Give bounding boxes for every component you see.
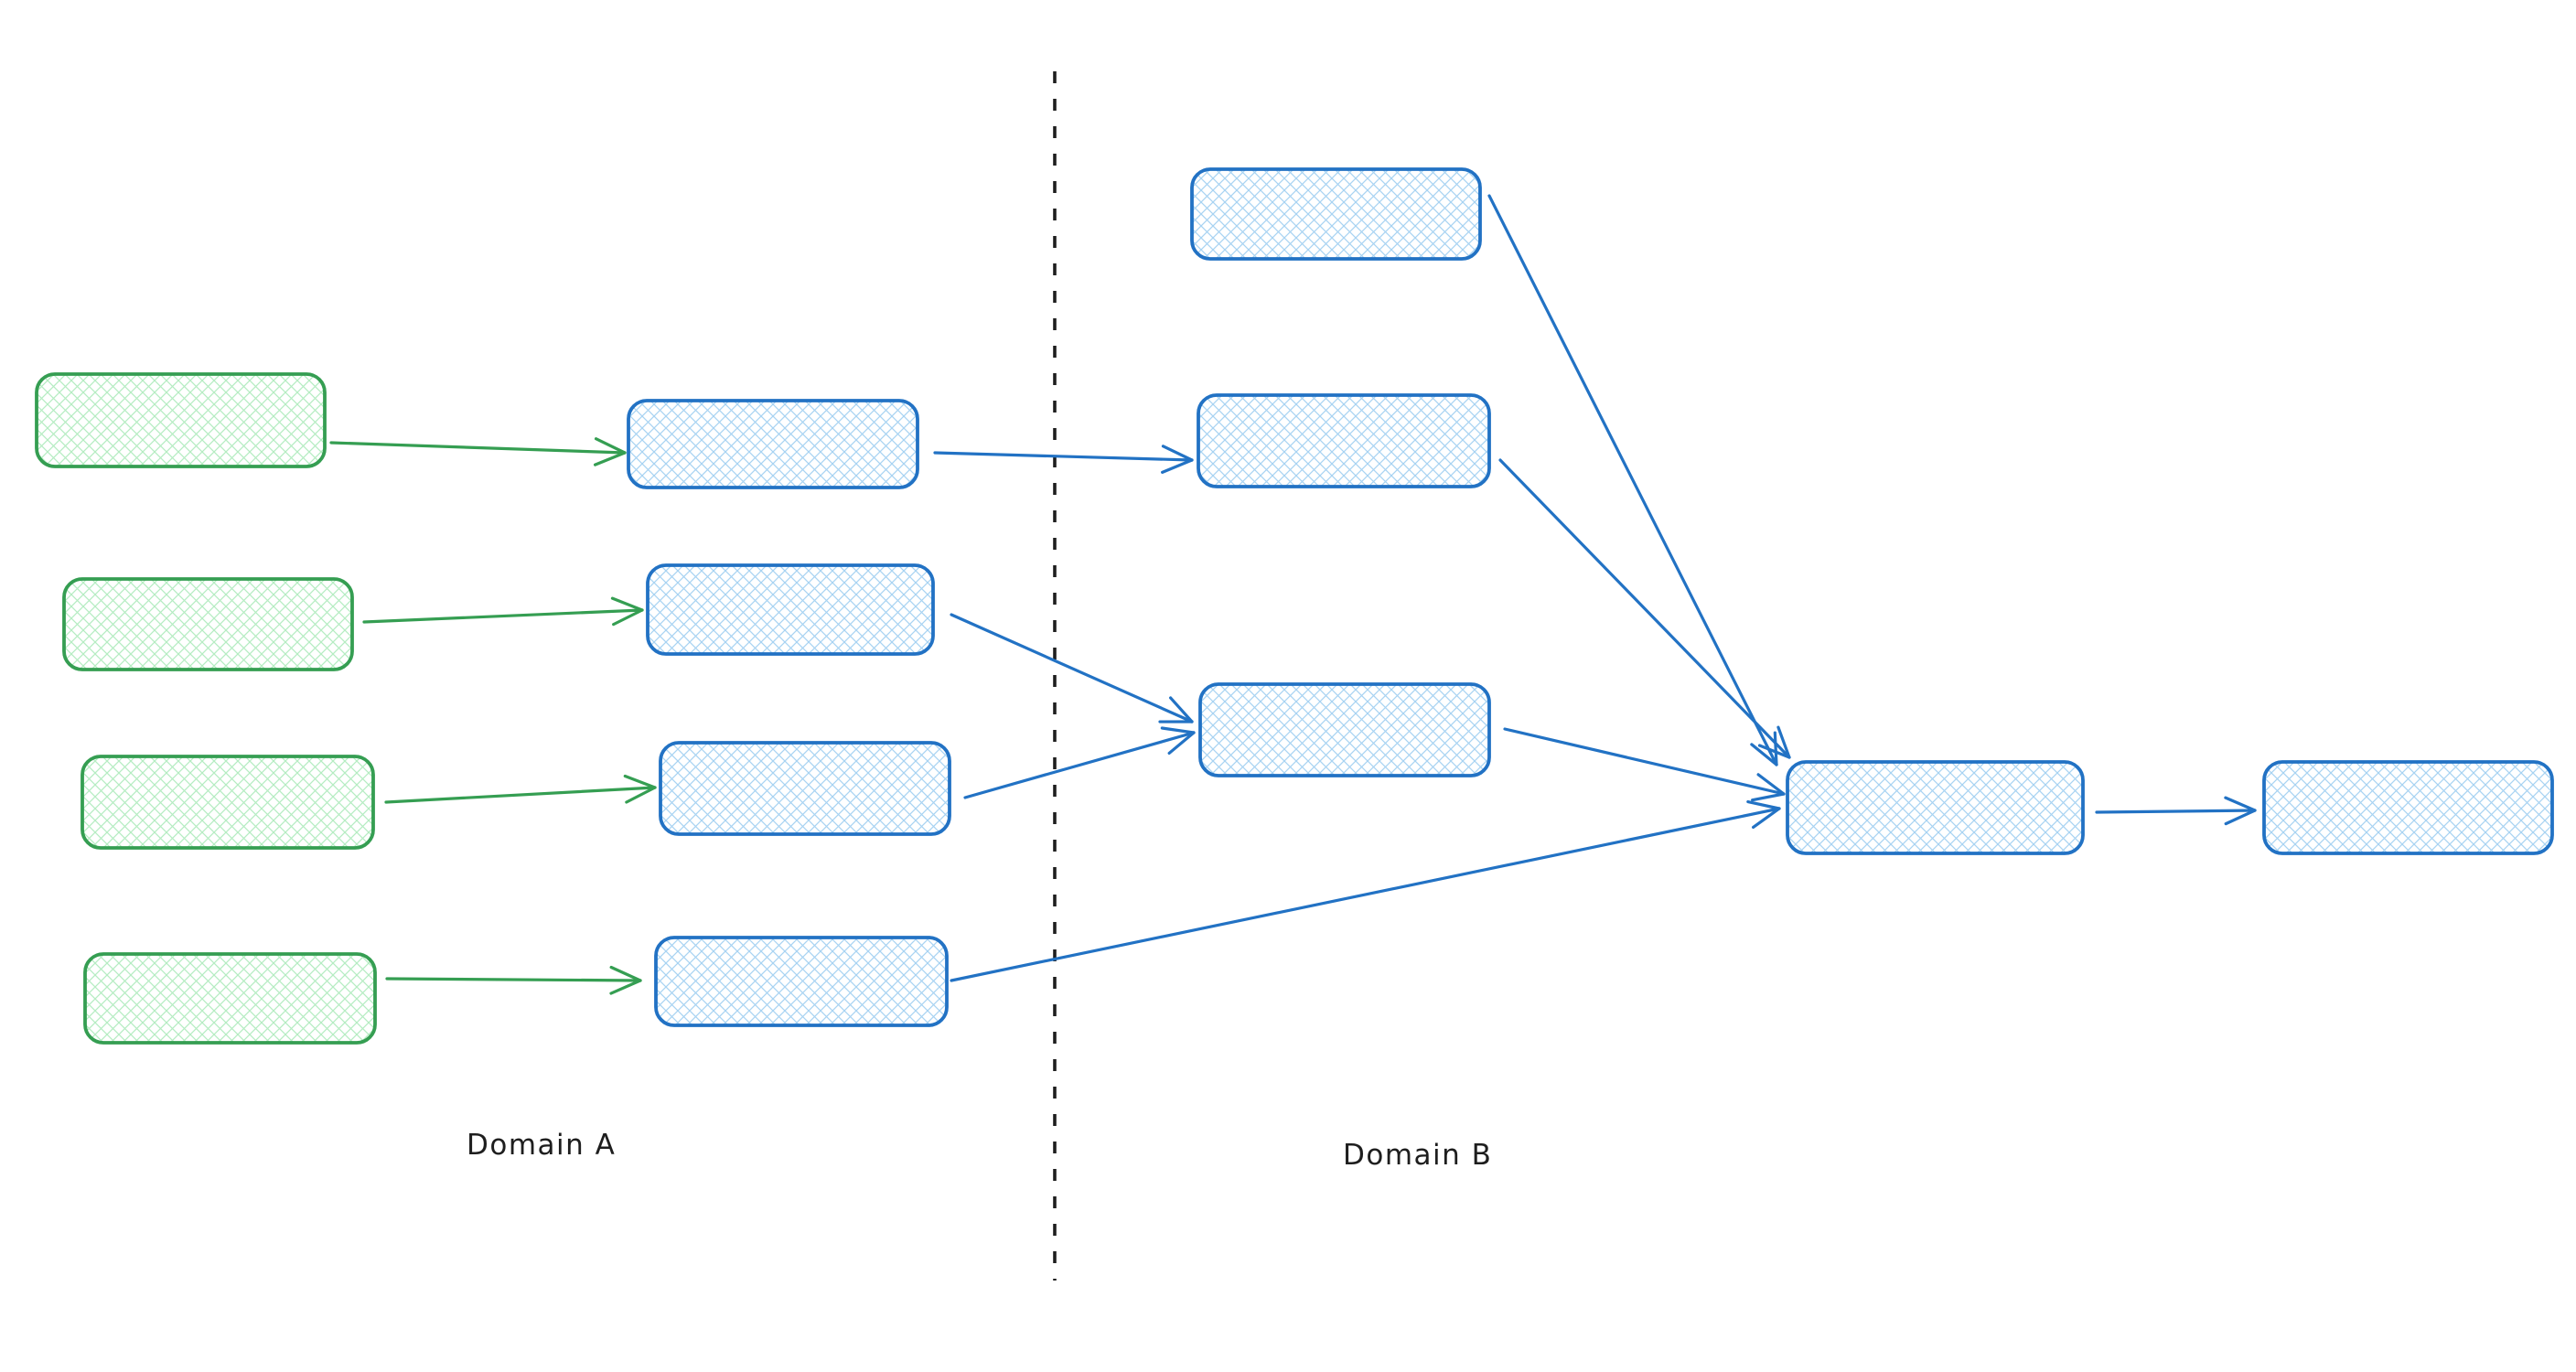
arrow-bnode1-hub-arrowhead: [1750, 743, 1778, 766]
arrow-stage1-bnode2-arrowhead: [1161, 458, 1194, 474]
domain-a-stage-1[interactable]: [627, 399, 919, 489]
arrow-bnode2-hub-shaft: [1498, 458, 1791, 759]
arrow-source4-stage4-shaft: [385, 977, 642, 982]
arrow-source2-stage2-shaft: [362, 608, 644, 624]
arrow-bnode2-hub-arrowhead: [1776, 725, 1791, 759]
domain-a-source-1[interactable]: [35, 372, 327, 468]
domain-b-label[interactable]: Domain B: [1343, 1139, 1492, 1172]
arrow-stage1-bnode2-shaft: [933, 451, 1194, 462]
arrow-stage2-bnode3-arrowhead: [1169, 696, 1194, 724]
arrow-hub-output-arrowhead: [2224, 809, 2257, 826]
domain-a-source-1-box: [35, 372, 327, 468]
arrow-source3-stage3-arrowhead: [623, 774, 657, 789]
arrow-source3-stage3[interactable]: [384, 774, 657, 804]
arrow-bnode1-hub-shaft: [1487, 194, 1778, 766]
arrow-bnode3-hub-arrowhead: [1751, 792, 1786, 802]
arrow-source2-stage2-arrowhead: [610, 596, 644, 612]
arrow-source3-stage3-shaft: [384, 786, 657, 804]
arrow-source4-stage4[interactable]: [385, 965, 642, 995]
domain-a-stage-3[interactable]: [659, 741, 951, 836]
arrow-hub-output[interactable]: [2095, 796, 2257, 826]
domain-a-stage-1-box: [627, 399, 919, 489]
arrow-source1-stage1-arrowhead: [593, 451, 627, 466]
arrow-stage3-bnode3[interactable]: [963, 726, 1196, 799]
arrow-stage1-bnode2-arrowhead: [1161, 445, 1194, 462]
domain-a-stage-4-box: [654, 936, 949, 1027]
domain-a-source-2-box: [62, 577, 354, 671]
arrow-stage3-bnode3-arrowhead: [1160, 726, 1196, 734]
arrow-hub-output-arrowhead: [2224, 796, 2257, 812]
domain-b-output[interactable]: [2262, 760, 2554, 855]
arrow-bnode3-hub-arrowhead: [1756, 773, 1786, 796]
domain-b-node-3[interactable]: [1198, 682, 1491, 777]
domain-a-stage-2[interactable]: [646, 563, 935, 656]
arrow-bnode2-hub-arrowhead: [1757, 744, 1791, 759]
arrow-stage3-bnode3-shaft: [963, 731, 1196, 799]
domain-a-source-3[interactable]: [80, 755, 375, 850]
domain-b-node-2[interactable]: [1197, 393, 1491, 488]
arrow-source3-stage3-arrowhead: [625, 786, 657, 804]
domain-a-label[interactable]: Domain A: [467, 1129, 616, 1162]
arrow-bnode2-hub[interactable]: [1498, 458, 1791, 759]
arrow-bnode1-hub[interactable]: [1487, 194, 1778, 766]
domain-b-hub[interactable]: [1786, 760, 2085, 855]
arrow-stage4-hub-arrowhead: [1746, 799, 1781, 810]
arrow-source1-stage1-shaft: [329, 441, 627, 455]
domain-b-node-2-box: [1197, 393, 1491, 488]
arrow-bnode1-hub-arrowhead: [1773, 731, 1778, 766]
arrow-stage1-bnode2[interactable]: [933, 445, 1194, 474]
domain-b-node-3-box: [1198, 682, 1491, 777]
domain-a-stage-4[interactable]: [654, 936, 949, 1027]
domain-a-source-2[interactable]: [62, 577, 354, 671]
domain-a-source-3-box: [80, 755, 375, 850]
arrow-stage4-hub-shaft: [950, 807, 1781, 982]
arrow-stage2-bnode3-shaft: [950, 613, 1194, 724]
arrow-source4-stage4-arrowhead: [609, 965, 642, 982]
domain-a-source-4-box: [83, 952, 377, 1045]
arrow-bnode3-hub[interactable]: [1503, 727, 1786, 802]
domain-a-stage-3-box: [659, 741, 951, 836]
arrow-stage2-bnode3[interactable]: [950, 613, 1194, 724]
domain-a-stage-2-box: [646, 563, 935, 656]
arrow-hub-output-shaft: [2095, 809, 2257, 814]
arrow-source1-stage1[interactable]: [329, 437, 627, 466]
arrow-source1-stage1-arrowhead: [594, 437, 627, 455]
arrow-source2-stage2[interactable]: [362, 596, 644, 627]
domain-b-node-1-box: [1190, 167, 1482, 261]
arrow-source2-stage2-arrowhead: [612, 608, 644, 627]
arrow-source4-stage4-arrowhead: [609, 979, 642, 995]
domain-a-source-4[interactable]: [83, 952, 377, 1045]
domain-b-hub-box: [1786, 760, 2085, 855]
arrow-stage3-bnode3-arrowhead: [1167, 731, 1196, 756]
arrow-stage4-hub-arrowhead: [1752, 807, 1781, 830]
arrow-stage4-hub[interactable]: [950, 799, 1781, 982]
domain-b-output-box: [2262, 760, 2554, 855]
arrow-bnode3-hub-shaft: [1503, 727, 1786, 796]
domain-b-node-1[interactable]: [1190, 167, 1482, 261]
